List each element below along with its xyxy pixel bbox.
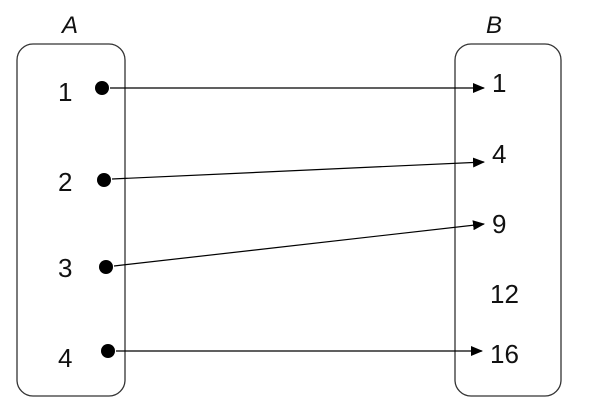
domain-element-label: 2 — [58, 167, 72, 197]
mapping-arrow — [111, 157, 485, 180]
domain-dot — [95, 81, 109, 95]
codomain-element-label: 1 — [492, 68, 506, 98]
codomain-element-label: 4 — [492, 139, 506, 169]
set-a-box — [16, 43, 126, 397]
mapping-arrow — [113, 220, 485, 267]
set-a-label: A — [60, 12, 78, 39]
domain-element-label: 3 — [58, 253, 72, 283]
codomain-element-label: 16 — [490, 339, 519, 369]
domain-element-label: 4 — [58, 343, 72, 373]
domain-dot — [97, 173, 111, 187]
set-b-label: B — [486, 12, 502, 39]
domain-dot — [99, 260, 113, 274]
codomain-element-label: 9 — [492, 209, 506, 239]
codomain-element-label: 12 — [490, 279, 519, 309]
set-b-box — [454, 43, 562, 397]
domain-element-label: 1 — [58, 77, 72, 107]
domain-dot — [101, 344, 115, 358]
